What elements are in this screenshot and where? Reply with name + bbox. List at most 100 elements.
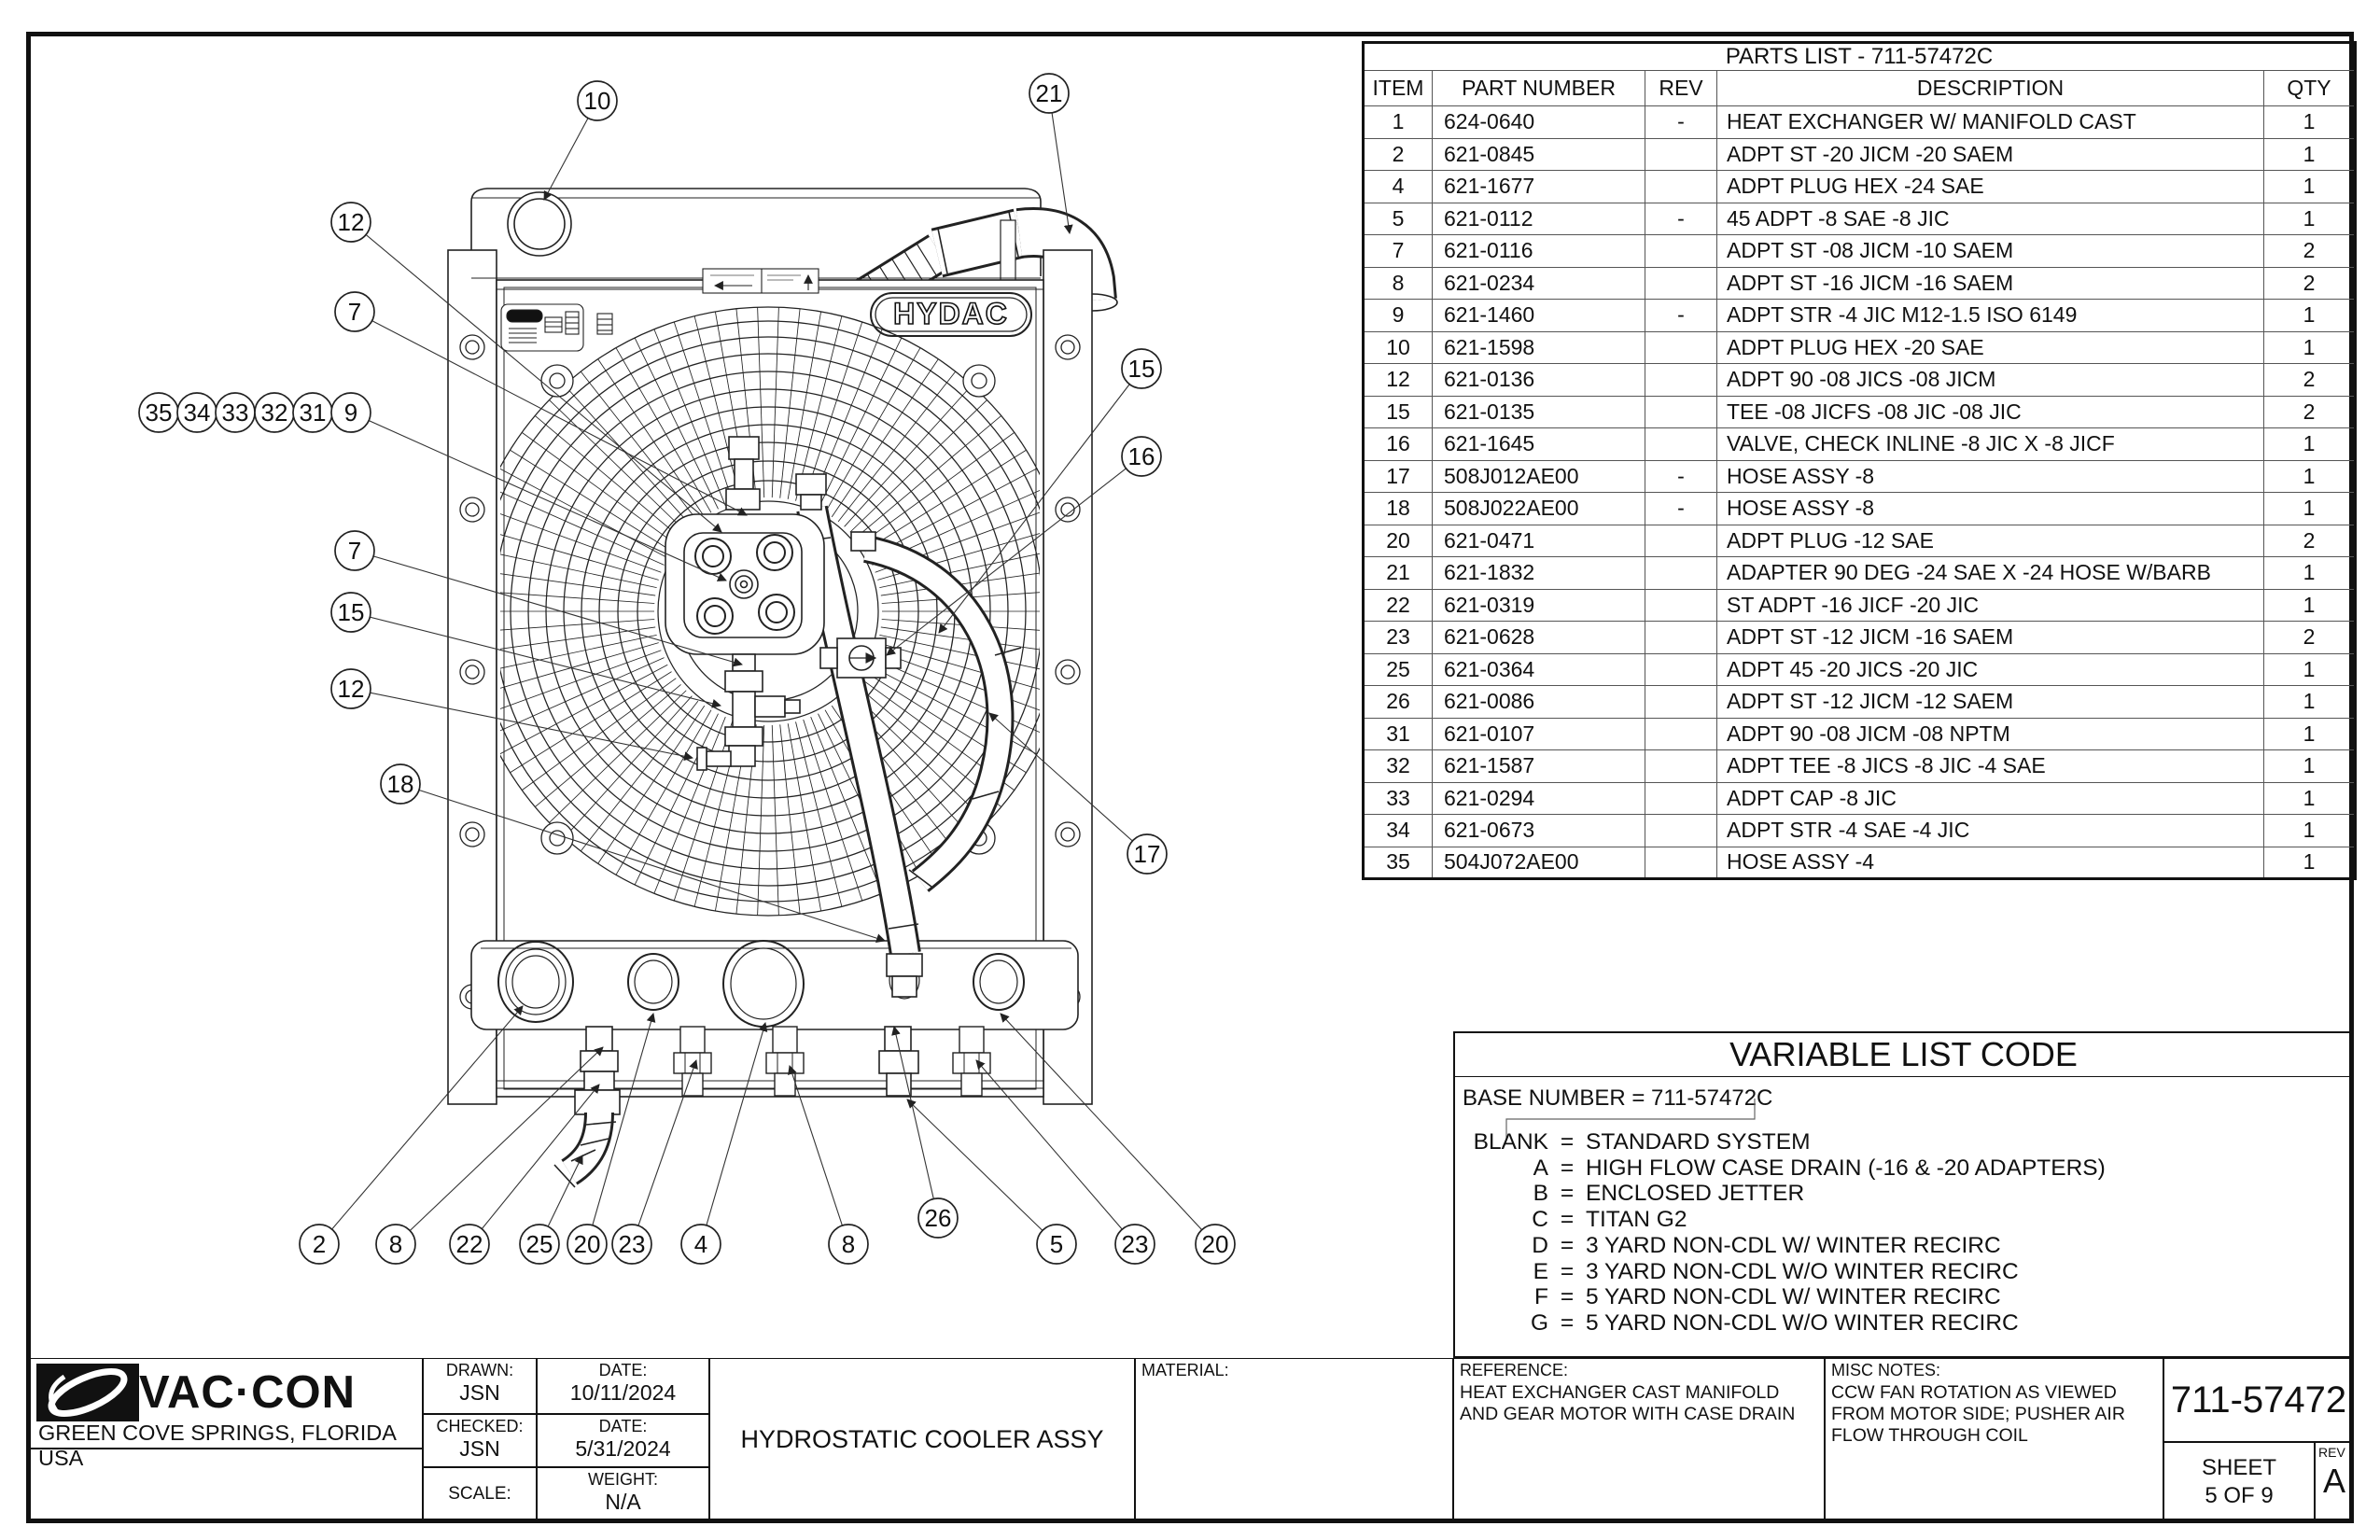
balloon-number: 12 bbox=[338, 675, 365, 703]
leader-line bbox=[318, 1005, 524, 1245]
balloon-number: 25 bbox=[526, 1230, 553, 1258]
col-description: DESCRIPTION bbox=[1716, 70, 2264, 106]
weight-label: WEIGHT: bbox=[588, 1470, 658, 1489]
balloon-circle bbox=[375, 1224, 416, 1265]
balloon-circle bbox=[1029, 73, 1070, 114]
balloon-circle bbox=[330, 668, 371, 709]
reference-cell: REFERENCE: HEAT EXCHANGER CAST MANIFOLD … bbox=[1453, 1358, 1825, 1521]
callout-7: 7 bbox=[334, 291, 748, 516]
balloon-circle bbox=[519, 1224, 560, 1265]
misc-notes-text: CCW FAN ROTATION AS VIEWED FROM MOTOR SI… bbox=[1831, 1382, 2125, 1446]
callout-26: 26 bbox=[891, 1026, 959, 1239]
leader-line bbox=[1048, 92, 1073, 234]
parts-list-header: ITEM PART NUMBER REV DESCRIPTION QTY bbox=[1363, 70, 2356, 106]
balloon-number: 15 bbox=[338, 598, 365, 626]
balloon-number: 16 bbox=[1128, 442, 1155, 470]
callout-2: 2 bbox=[299, 1005, 524, 1265]
checked-value: JSN bbox=[459, 1436, 500, 1461]
variable-code-row: D=3 YARD NON-CDL W/ WINTER RECIRC bbox=[1532, 1232, 2001, 1258]
balloon-circle bbox=[1121, 348, 1162, 389]
balloon-number: 20 bbox=[574, 1230, 601, 1258]
vaccon-swoosh-icon bbox=[36, 1364, 139, 1421]
variable-code-row: C=TITAN G2 bbox=[1532, 1207, 1687, 1233]
callout-35: 35 bbox=[138, 392, 179, 433]
parts-list-table: PARTS LIST - 711-57472C ITEM PART NUMBER… bbox=[1362, 41, 2357, 880]
callout-22: 22 bbox=[449, 1084, 600, 1265]
callout-32: 32 bbox=[254, 392, 295, 433]
balloon-circle bbox=[1195, 1224, 1236, 1265]
misc-notes-cell: MISC NOTES: CCW FAN ROTATION AS VIEWED F… bbox=[1825, 1358, 2163, 1521]
balloon-circle bbox=[828, 1224, 869, 1265]
callout-4: 4 bbox=[680, 1022, 768, 1265]
leader-line bbox=[350, 412, 727, 581]
balloon-number: 35 bbox=[146, 399, 173, 427]
balloon-circle bbox=[1127, 833, 1168, 875]
spec-sticker bbox=[500, 303, 613, 352]
balloon-number: 2 bbox=[313, 1230, 326, 1258]
balloon-number: 5 bbox=[1050, 1230, 1063, 1258]
balloon-number: 18 bbox=[387, 770, 414, 798]
balloon-number: 7 bbox=[348, 298, 361, 326]
balloon-circle bbox=[334, 530, 375, 571]
leader-line bbox=[469, 1084, 600, 1245]
part-number: 711-57472 bbox=[2170, 1379, 2347, 1421]
callout-7: 7 bbox=[334, 530, 743, 667]
callout-33: 33 bbox=[215, 392, 256, 433]
balloon-number: 26 bbox=[925, 1204, 952, 1232]
balloon-circle bbox=[1036, 1224, 1077, 1265]
reference-text: HEAT EXCHANGER CAST MANIFOLD AND GEAR MO… bbox=[1460, 1382, 1796, 1424]
sheet-label: SHEET bbox=[2201, 1454, 2276, 1480]
balloon-number: 8 bbox=[842, 1230, 855, 1258]
callout-25: 25 bbox=[519, 1155, 583, 1265]
balloon-number: 15 bbox=[1128, 355, 1155, 383]
balloon-circle bbox=[611, 1224, 652, 1265]
hydac-logo: HYDAC bbox=[870, 292, 1032, 337]
callout-8: 8 bbox=[788, 1065, 869, 1265]
variable-code-row: F=5 YARD NON-CDL W/ WINTER RECIRC bbox=[1534, 1284, 2001, 1310]
balloon-circle bbox=[380, 763, 421, 805]
drawn-value: JSN bbox=[459, 1380, 500, 1405]
leader-line bbox=[788, 1065, 849, 1245]
callout-12: 12 bbox=[330, 668, 693, 762]
leader-line bbox=[631, 1059, 698, 1245]
hose-assy-curved bbox=[850, 531, 1022, 892]
leader-line bbox=[886, 455, 1142, 656]
balloon-circle bbox=[449, 1224, 490, 1265]
variable-list-box: VARIABLE LIST CODE BASE NUMBER = 711-574… bbox=[1453, 1031, 2354, 1358]
callout-20: 20 bbox=[1000, 1013, 1236, 1265]
leader-line bbox=[350, 611, 721, 708]
callout-17: 17 bbox=[988, 712, 1168, 875]
balloon-number: 32 bbox=[261, 399, 288, 427]
balloon-circle bbox=[330, 392, 371, 433]
balloon-number: 8 bbox=[389, 1230, 402, 1258]
variable-code-row: BLANK=STANDARD SYSTEM bbox=[1473, 1129, 1811, 1155]
scale-cell: SCALE: bbox=[423, 1467, 537, 1521]
leader-line bbox=[350, 688, 693, 762]
col-item: ITEM bbox=[1363, 70, 1433, 106]
balloon-number: 34 bbox=[184, 399, 211, 427]
variable-code-row: G=5 YARD NON-CDL W/O WINTER RECIRC bbox=[1530, 1309, 2019, 1336]
balloon-circle bbox=[330, 592, 371, 633]
callout-31: 31 bbox=[292, 392, 333, 433]
leader-line bbox=[891, 1026, 939, 1219]
checked-label: CHECKED: bbox=[436, 1417, 524, 1435]
balloon-number: 9 bbox=[344, 399, 357, 427]
scale-label: SCALE: bbox=[448, 1484, 511, 1504]
callout-12: 12 bbox=[330, 202, 722, 533]
